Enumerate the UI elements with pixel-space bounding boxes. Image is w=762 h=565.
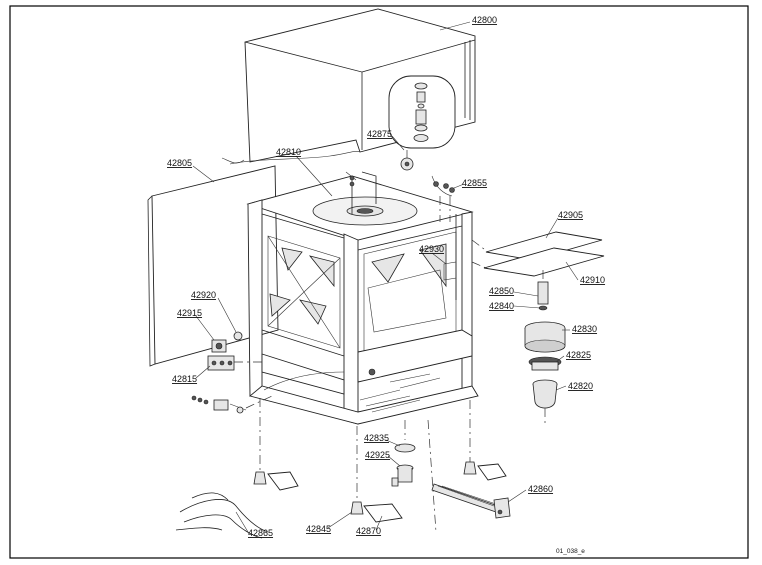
label-42815: 42815 — [172, 374, 197, 384]
drawing-code: 01_038_e — [556, 548, 585, 555]
label-42860: 42860 — [528, 484, 553, 494]
label-42910: 42910 — [580, 275, 605, 285]
label-42870: 42870 — [356, 526, 381, 536]
label-42855: 42855 — [462, 178, 487, 188]
label-42805: 42805 — [167, 158, 192, 168]
label-42800: 42800 — [472, 15, 497, 25]
label-42810: 42810 — [276, 147, 301, 157]
heater-element — [431, 483, 511, 519]
label-42920: 42920 — [191, 290, 216, 300]
cable-bundle — [175, 492, 269, 539]
part-labels: 42800 42875 42810 42805 42855 42905 4293… — [167, 15, 605, 555]
label-42865: 42865 — [248, 528, 273, 538]
label-42840: 42840 — [489, 301, 514, 311]
label-42875: 42875 — [367, 129, 392, 139]
label-42825: 42825 — [566, 350, 591, 360]
hose-clips — [345, 171, 455, 222]
pump-assembly — [524, 270, 566, 424]
side-panel — [147, 165, 279, 367]
feet-brackets — [253, 398, 507, 523]
leader-lines — [192, 21, 579, 533]
label-42845: 42845 — [306, 524, 331, 534]
label-42930: 42930 — [419, 244, 444, 254]
label-42850: 42850 — [489, 286, 514, 296]
machine-frame — [246, 171, 479, 425]
page-border — [9, 5, 749, 559]
label-42915: 42915 — [177, 308, 202, 318]
drain-fitting — [391, 419, 437, 533]
valve-detail-inset — [388, 75, 456, 171]
control-parts — [191, 331, 273, 414]
label-42830: 42830 — [572, 324, 597, 334]
label-42820: 42820 — [568, 381, 593, 391]
label-42835: 42835 — [364, 433, 389, 443]
guide-rails — [471, 231, 605, 277]
label-42905: 42905 — [558, 210, 583, 220]
label-42925: 42925 — [365, 450, 390, 460]
